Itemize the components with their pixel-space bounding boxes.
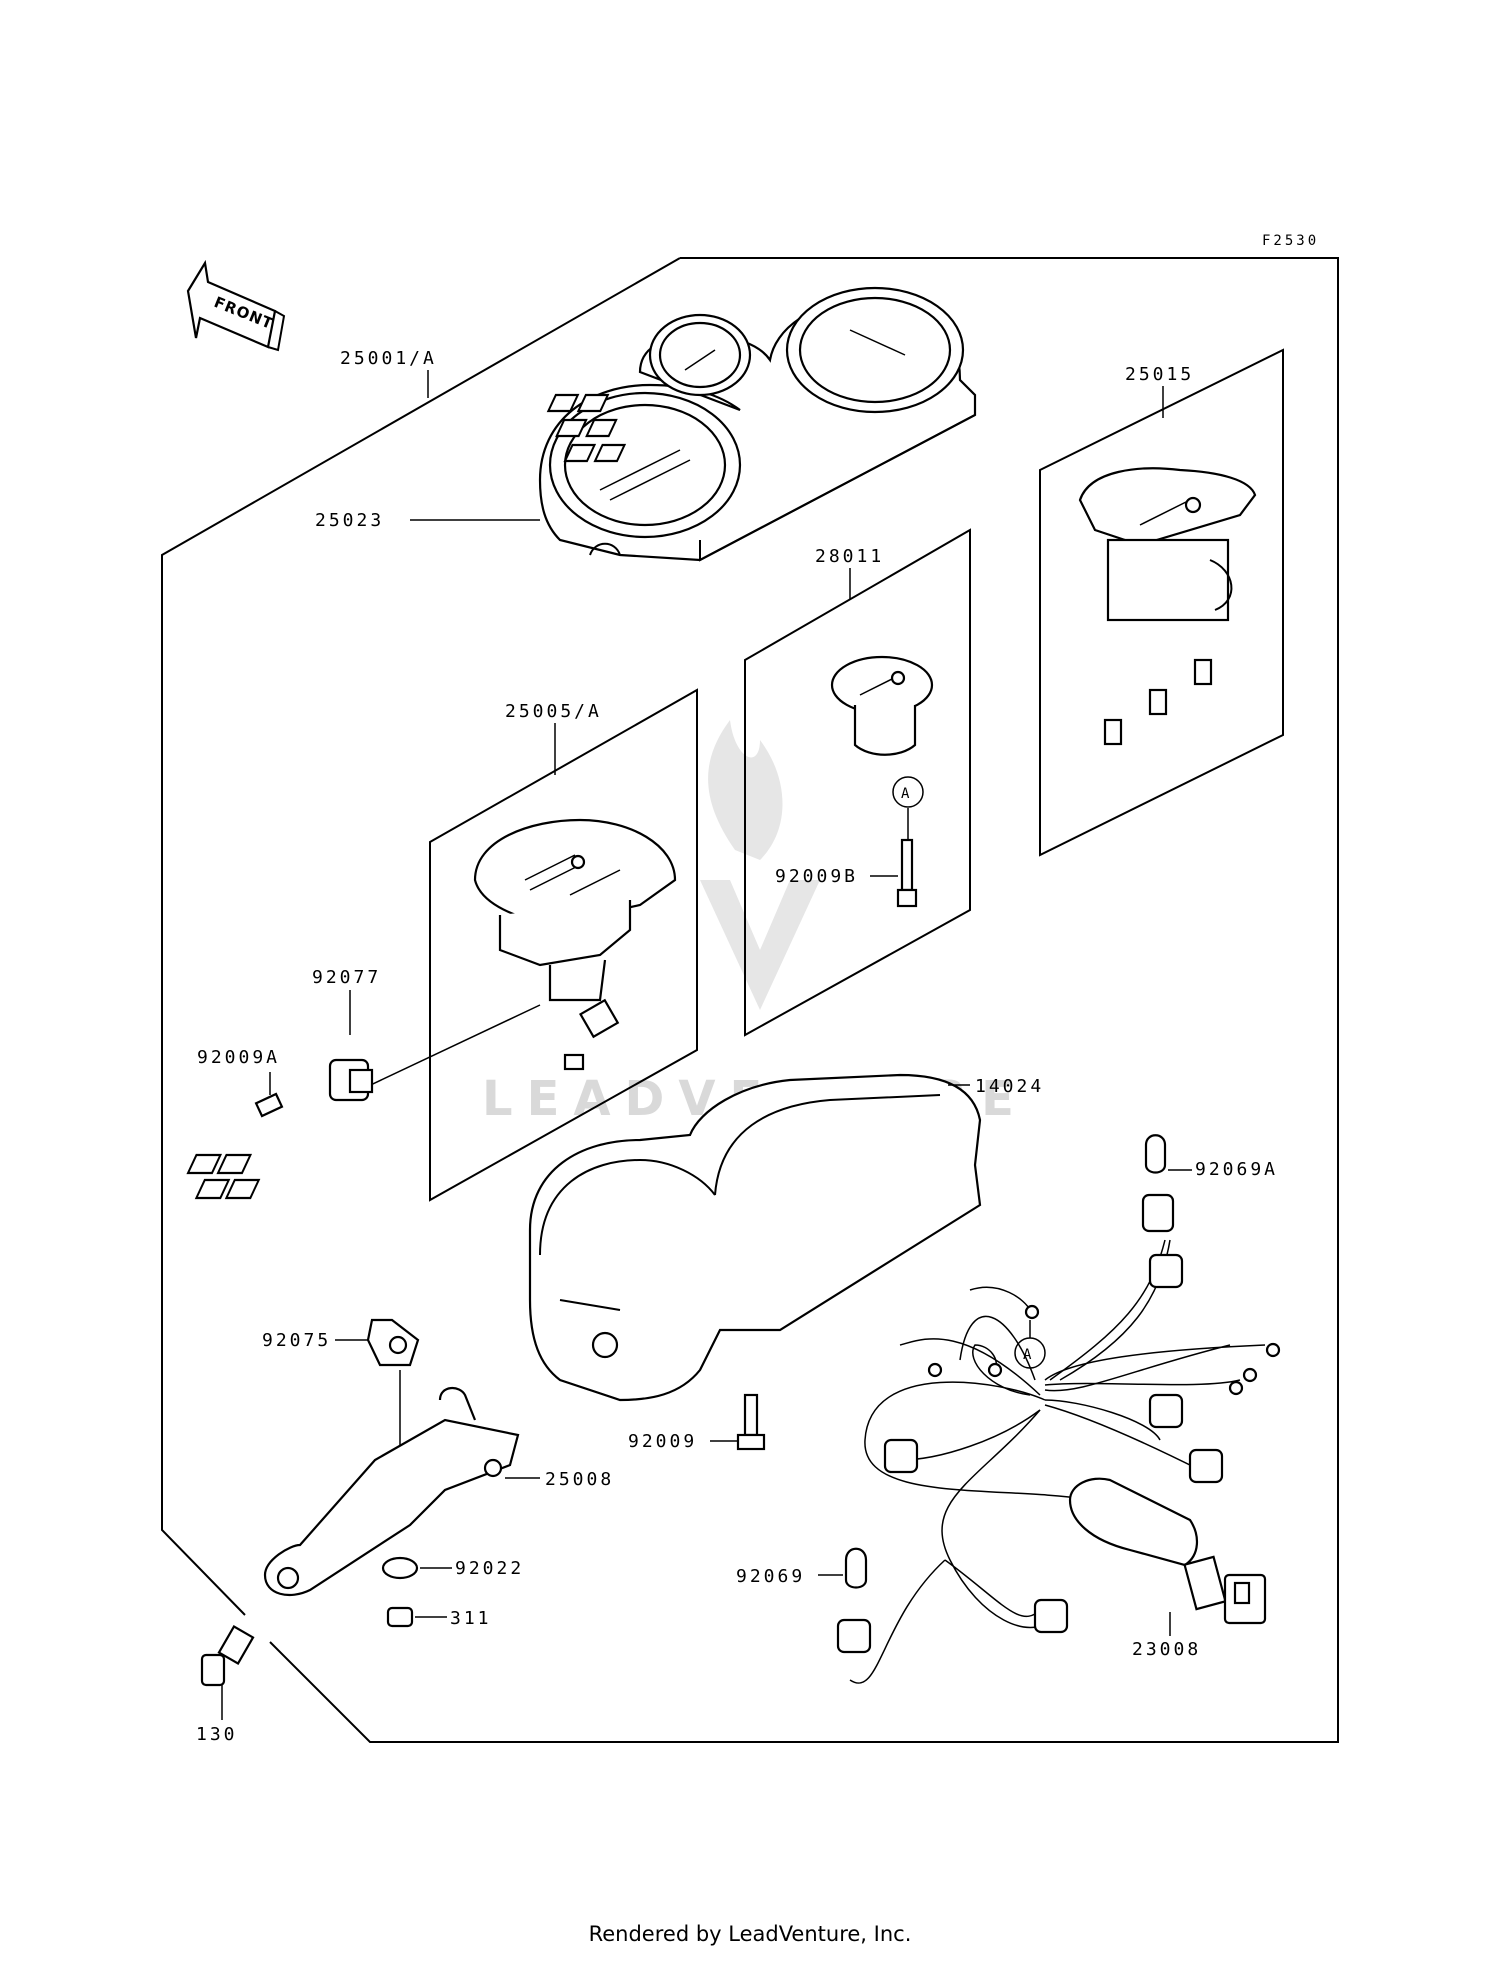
callout-92022: 92022 xyxy=(455,1558,524,1579)
group-box-25005a xyxy=(429,688,698,1202)
nut-311 xyxy=(386,1606,414,1628)
group-box-28011 xyxy=(744,528,971,1037)
screw-92009b xyxy=(896,838,918,908)
diagram-code: F2530 xyxy=(1262,233,1319,249)
callout-92009: 92009 xyxy=(628,1431,697,1452)
gauge-28011 xyxy=(830,655,934,756)
ref-a-label: A xyxy=(901,786,912,802)
speedometer xyxy=(473,818,677,1071)
callout-92069: 92069 xyxy=(736,1566,805,1587)
ref-a-harness-label: A xyxy=(1023,1347,1034,1363)
footer-credit: Rendered by LeadVenture, Inc. xyxy=(588,1922,912,1946)
bolt-130 xyxy=(200,1625,255,1687)
grommet-92075 xyxy=(366,1318,420,1367)
bracket-25008 xyxy=(263,1387,520,1597)
callout-92075: 92075 xyxy=(262,1330,331,1351)
meter-case xyxy=(186,1073,982,1402)
callout-130: 130 xyxy=(196,1724,238,1745)
callout-25023: 25023 xyxy=(315,510,384,531)
assembly-boundary xyxy=(269,257,1339,1743)
leader-knob-shaft xyxy=(359,1004,541,1091)
callout-25001a: 25001/A xyxy=(340,348,437,369)
callout-25008: 25008 xyxy=(545,1469,614,1490)
meter-cover xyxy=(538,286,977,562)
callout-14024: 14024 xyxy=(975,1076,1044,1097)
ref-circle-a xyxy=(892,776,924,808)
wiring-harness xyxy=(836,1239,1281,1684)
callout-92009b: 92009B xyxy=(775,866,858,887)
callout-92009a: 92009A xyxy=(197,1047,280,1068)
screw-92009 xyxy=(736,1393,766,1451)
callout-92069a: 92069A xyxy=(1195,1159,1278,1180)
callout-25005a: 25005/A xyxy=(505,701,602,722)
callout-92077: 92077 xyxy=(312,967,381,988)
trip-knob-92077 xyxy=(328,1058,374,1102)
callout-23008: 23008 xyxy=(1132,1639,1201,1660)
fuel-gauge xyxy=(1078,467,1257,746)
screw-92009a xyxy=(254,1092,284,1118)
washer-92022 xyxy=(381,1556,419,1580)
bulb-92069 xyxy=(844,1547,868,1589)
callout-311: 311 xyxy=(450,1608,492,1629)
assembly-boundary-left xyxy=(161,257,681,1616)
group-box-25015 xyxy=(1039,348,1284,857)
callout-28011: 28011 xyxy=(815,546,884,567)
callout-25015: 25015 xyxy=(1125,364,1194,385)
bulb-92069a xyxy=(1141,1134,1175,1233)
front-arrow-icon: FRONT xyxy=(186,259,286,352)
